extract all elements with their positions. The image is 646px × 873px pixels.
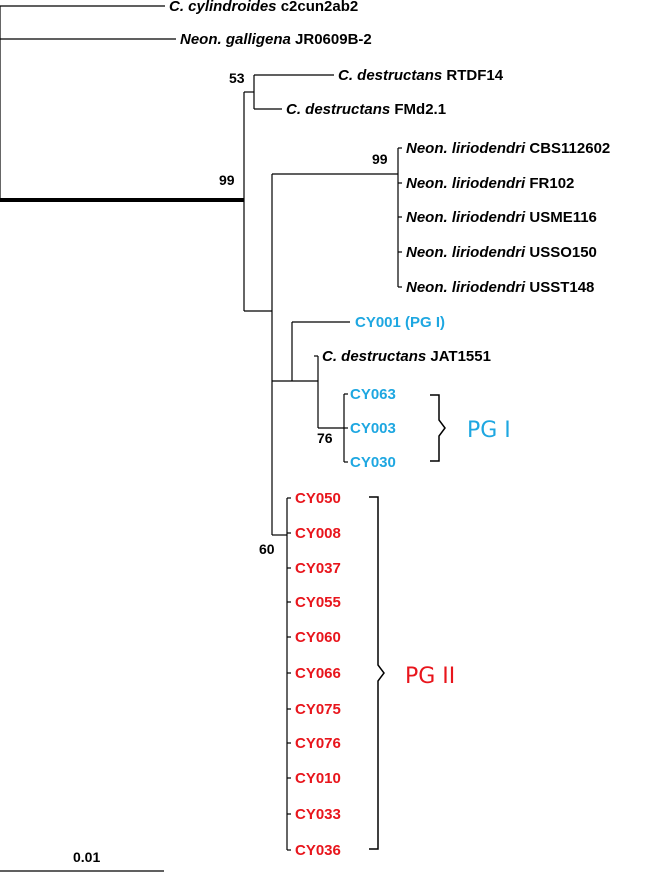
group-label-pg2: PG II: [405, 664, 455, 689]
pg1-bracket: [430, 394, 446, 462]
taxon-genus: Neon. liriodendri: [406, 140, 526, 157]
bootstrap-node-53: 53: [229, 70, 245, 86]
tree-branches: [0, 5, 402, 851]
taxon-label-13: CY030: [350, 454, 396, 471]
taxon-label-11: CY063: [350, 386, 396, 403]
taxon-strain: USSO150: [525, 244, 597, 261]
taxon-label-16: CY037: [295, 560, 341, 577]
taxon-strain: JR0609B-2: [291, 31, 372, 48]
bootstrap-node-liriodendri: 99: [372, 151, 388, 167]
taxon-strain: c2cun2ab2: [277, 0, 359, 15]
taxon-label-8: Neon. liriodendri USST148: [406, 279, 594, 296]
taxon-label-22: CY010: [295, 770, 341, 787]
pg2-bracket: [369, 496, 385, 850]
taxon-label-17: CY055: [295, 594, 341, 611]
bootstrap-node-root: 99: [219, 172, 235, 188]
taxon-genus: Neon. liriodendri: [406, 244, 526, 261]
scale-bar-label: 0.01: [73, 849, 100, 865]
bootstrap-node-pg1: 76: [317, 430, 333, 446]
taxon-label-3: C. destructans FMd2.1: [286, 101, 446, 118]
taxon-genus: Neon. liriodendri: [406, 209, 526, 226]
taxon-genus: C. cylindroides: [169, 0, 277, 15]
taxon-strain: CBS112602: [525, 140, 610, 157]
taxon-genus: C. destructans: [286, 101, 390, 118]
taxon-label-6: Neon. liriodendri USME116: [406, 209, 597, 226]
taxon-label-12: CY003: [350, 420, 396, 437]
taxon-label-5: Neon. liriodendri FR102: [406, 175, 574, 192]
taxon-strain: USST148: [525, 279, 594, 296]
taxon-label-2: C. destructans RTDF14: [338, 67, 504, 84]
taxon-label-0: C. cylindroides c2cun2ab2: [169, 0, 358, 15]
taxon-genus: C. destructans: [338, 67, 442, 84]
taxon-label-18: CY060: [295, 629, 341, 646]
taxon-strain: RTDF14: [442, 67, 504, 84]
taxon-label-20: CY075: [295, 701, 341, 718]
taxon-label-19: CY066: [295, 665, 341, 682]
taxon-label-1: Neon. galligena JR0609B-2: [180, 31, 372, 48]
taxon-label-23: CY033: [295, 806, 341, 823]
taxon-genus: Neon. liriodendri: [406, 279, 526, 296]
taxon-strain: FMd2.1: [390, 101, 446, 118]
taxon-strain: JAT1551: [426, 348, 491, 365]
taxon-label-21: CY076: [295, 735, 341, 752]
taxon-label-24: CY036: [295, 842, 341, 859]
taxon-strain: FR102: [525, 175, 574, 192]
group-label-pg1: PG I: [467, 418, 511, 443]
taxon-label-7: Neon. liriodendri USSO150: [406, 244, 597, 261]
taxon-genus: Neon. galligena: [180, 31, 291, 48]
bootstrap-node-pg2: 60: [259, 541, 275, 557]
taxon-genus: Neon. liriodendri: [406, 175, 526, 192]
taxon-label-10: C. destructans JAT1551: [322, 348, 491, 365]
taxon-label-9: CY001 (PG I): [355, 314, 445, 331]
taxon-genus: C. destructans: [322, 348, 426, 365]
taxon-label-15: CY008: [295, 525, 341, 542]
taxon-strain: USME116: [525, 209, 597, 226]
taxon-label-4: Neon. liriodendri CBS112602: [406, 140, 610, 157]
taxon-label-14: CY050: [295, 490, 341, 507]
